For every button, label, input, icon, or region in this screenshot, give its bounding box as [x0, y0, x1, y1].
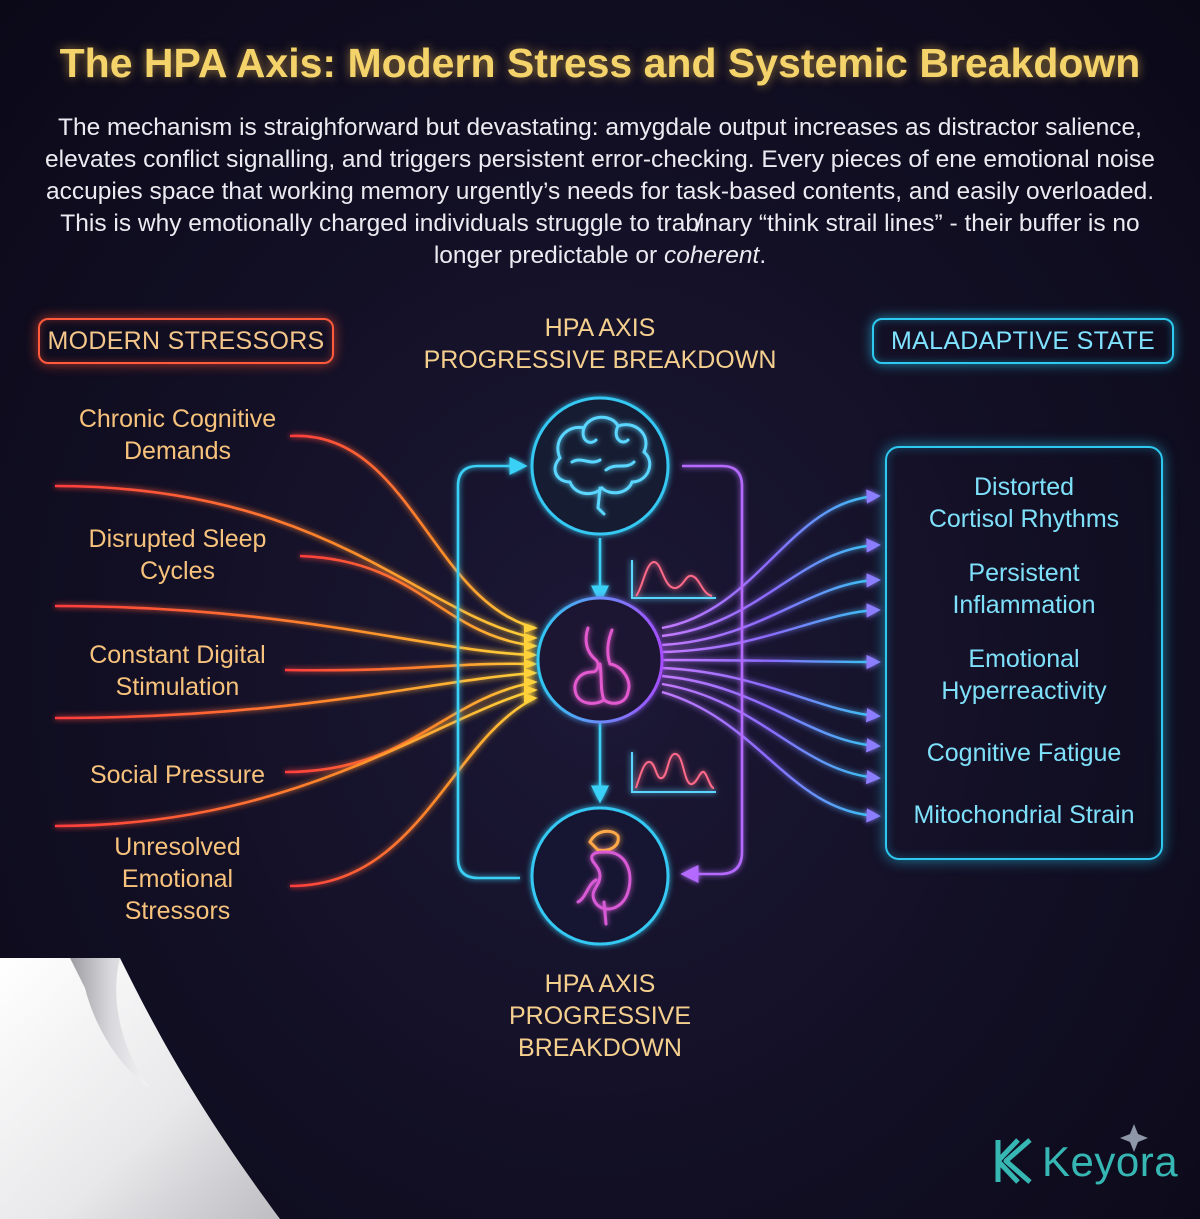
- stressor-flow-lines: [54, 434, 536, 888]
- state-persistent-inflammation: Persistent Inflammation: [952, 559, 1096, 619]
- stressor-disrupted-sleep-cycles: Disrupted Sleep Cycles: [88, 525, 267, 585]
- state-mitochondrial-strain: Mitochondrial Strain: [913, 801, 1135, 829]
- state-emotional-hyperreactivity: Emotional Hyperreactivity: [941, 645, 1107, 705]
- intro-paragraph: The mechanism is straighforward but deva…: [30, 112, 1170, 272]
- feedback-loop: [456, 456, 744, 884]
- adrenal-kidney-icon: [576, 829, 632, 926]
- single-peak-curve-icon: [631, 560, 716, 599]
- state-distorted-cortisol-rhythms: Distorted Cortisol Rhythms: [928, 473, 1120, 533]
- sparkle-icon: [1120, 1124, 1148, 1152]
- brand-logo: Keyora: [990, 1130, 1190, 1200]
- brand-name: Keyora: [1042, 1138, 1179, 1185]
- node-pituitary: [536, 596, 664, 724]
- stressor-chronic-cognitive-demands: Chronic Cognitive Demands: [78, 405, 277, 465]
- hpa-axis-heading-top-text: HPA AXIS PROGRESSIVE BREAKDOWN: [423, 314, 777, 374]
- intro-text: The mechanism is straighforward but deva…: [45, 114, 1155, 269]
- hpa-axis-heading-top: HPA AXIS PROGRESSIVE BREAKDOWN: [400, 312, 800, 376]
- multi-peak-curve-icon: [631, 752, 716, 793]
- stressor-arrowheads: [524, 623, 538, 703]
- maladaptive-state-heading: MALADAPTIVE STATE: [872, 318, 1174, 364]
- brain-icon: [553, 415, 652, 516]
- stressor-constant-digital-stimulation: Constant Digital Stimulation: [89, 641, 266, 701]
- stressor-unresolved-emotional-stressors: Unresolved Emotional Stressors: [114, 833, 241, 925]
- page-curl-corner: [0, 958, 280, 1219]
- hpa-axis-heading-bottom: HPA AXIS PROGRESSIVE BREAKDOWN: [450, 968, 750, 1064]
- stressor-social-pressure: Social Pressure: [89, 761, 266, 789]
- keyora-logo-icon: [995, 1138, 1032, 1184]
- intro-italic-word: coherent: [664, 242, 760, 269]
- intro-trailing: .: [759, 242, 767, 269]
- pituitary-gland-icon: [573, 626, 631, 705]
- hpa-axis-heading-bottom-text: HPA AXIS PROGRESSIVE BREAKDOWN: [509, 970, 691, 1062]
- state-flow-lines: [661, 489, 881, 823]
- modern-stressors-heading: MODERN STRESSORS: [38, 318, 334, 364]
- page-title: The HPA Axis: Modern Stress and Systemic…: [59, 40, 1141, 86]
- node-adrenal: [530, 806, 670, 946]
- maladaptive-state-box: [885, 446, 1163, 860]
- node-brain: [530, 396, 670, 536]
- state-cognitive-fatigue: Cognitive Fatigue: [926, 739, 1122, 767]
